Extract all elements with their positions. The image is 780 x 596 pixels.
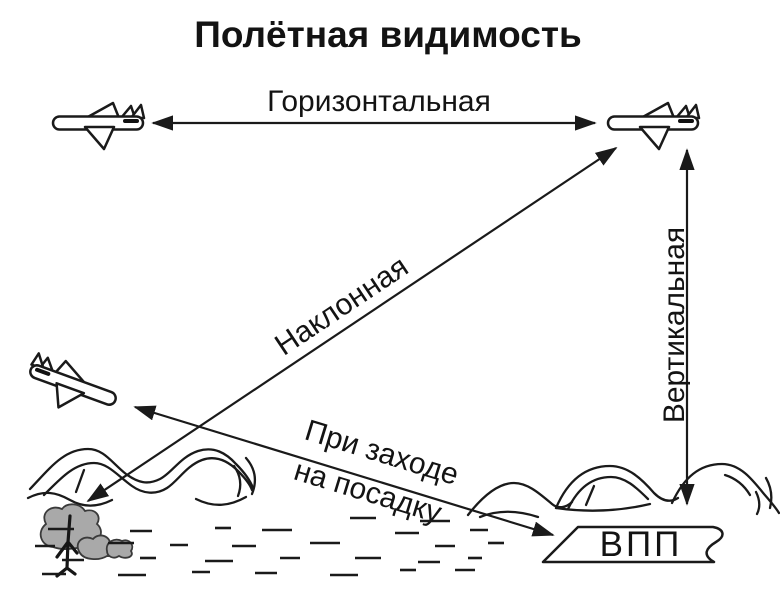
vertical-label: Вертикальная <box>658 227 691 423</box>
hill-line <box>466 481 574 517</box>
hill-hatch <box>74 468 86 494</box>
vertical-visibility-group: Вертикальная <box>658 148 695 506</box>
hill-line <box>194 495 248 506</box>
tree-icon <box>39 503 134 578</box>
horizontal-label: Горизонтальная <box>267 85 491 118</box>
hill-line <box>670 462 780 515</box>
hill-line <box>478 510 540 519</box>
slant-label: Наклонная <box>269 250 414 362</box>
hill-hatch <box>754 490 761 516</box>
hill-line <box>554 464 680 510</box>
hills-right <box>466 462 780 519</box>
runway-shape <box>541 525 724 564</box>
hill-line <box>28 447 255 491</box>
approach-arrow <box>133 405 555 537</box>
hill-hatch <box>244 456 257 496</box>
hill-line <box>42 457 254 497</box>
hill-line <box>26 491 114 507</box>
hills-left <box>26 447 257 507</box>
airplane-icon-top-left <box>51 101 146 151</box>
hill-hatch <box>584 484 596 507</box>
hill-hatch <box>232 464 242 498</box>
horizontal-visibility-group: Горизонтальная <box>51 85 701 151</box>
diagram-title: Полётная видимость <box>194 14 581 55</box>
hill-line <box>566 475 650 511</box>
airplane-icon-top-right <box>606 101 701 151</box>
hill-hatch <box>723 473 752 497</box>
runway-group: ВПП <box>541 525 724 564</box>
hill-line <box>554 502 652 512</box>
hill-hatch <box>764 476 773 510</box>
airplane-icon-descending <box>18 348 125 427</box>
runway-label: ВПП <box>600 525 683 564</box>
ground-dashes <box>35 516 504 577</box>
